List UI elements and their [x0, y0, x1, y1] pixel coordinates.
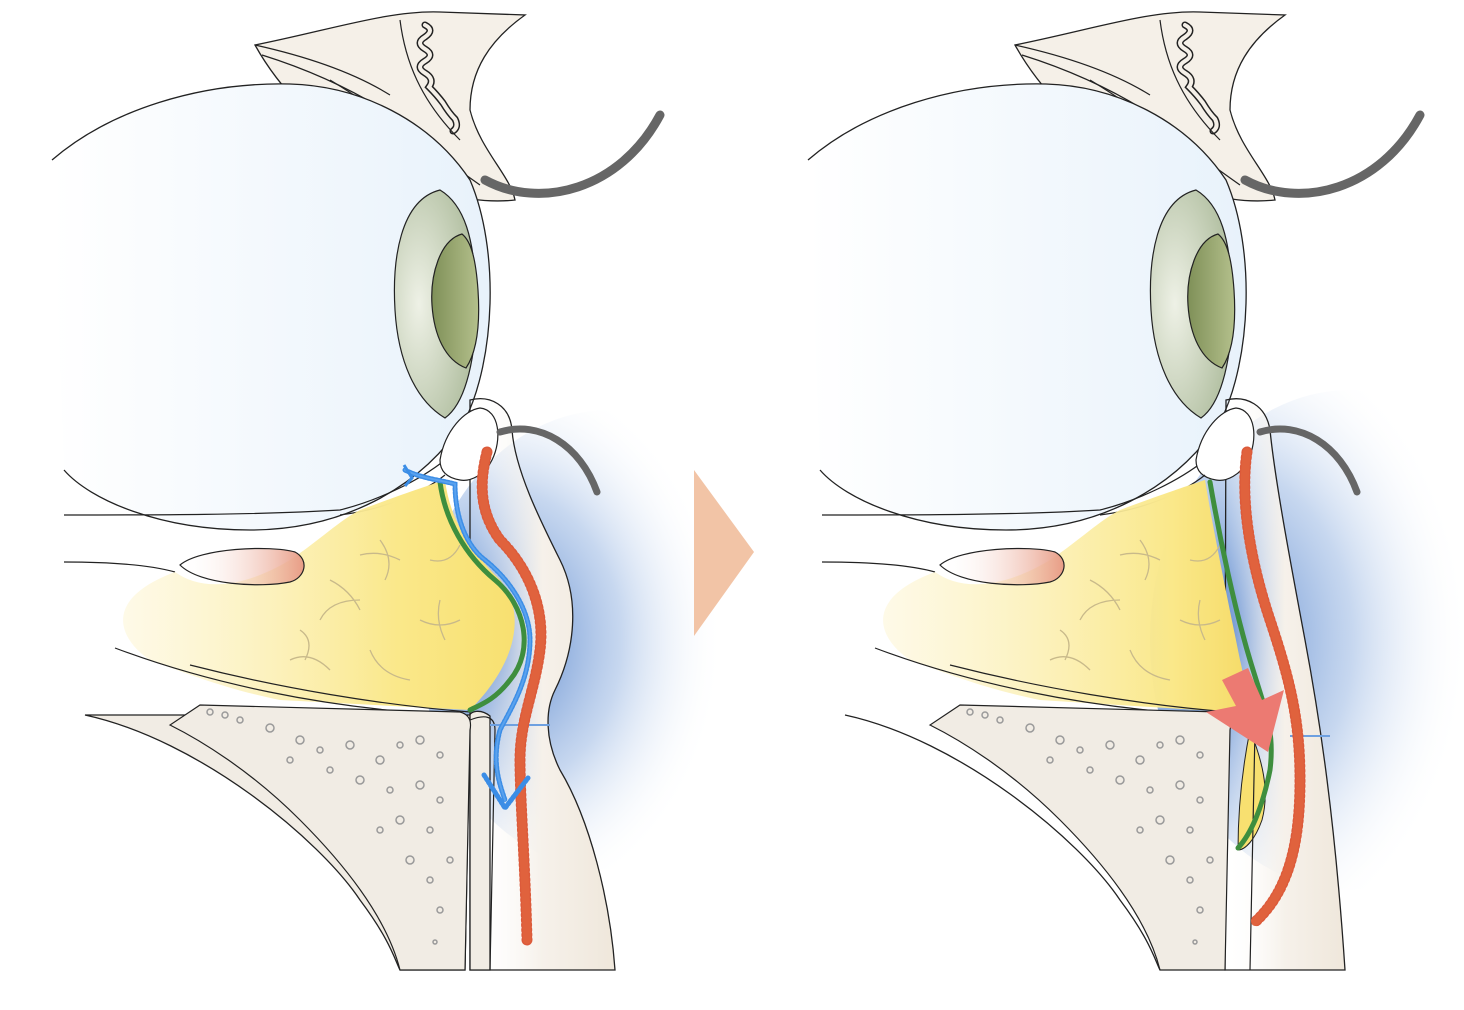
fat-lobule-texture [1049, 539, 1221, 681]
surgical-path-arrow [402, 464, 533, 811]
upper-lash [1240, 110, 1425, 198]
bone-texture [206, 708, 454, 945]
iris-inner [431, 233, 480, 369]
inferior-oblique-muscle [179, 547, 305, 586]
iris-inner [1187, 233, 1236, 369]
bone-texture [966, 708, 1214, 945]
orbital-fat [883, 480, 1244, 712]
lower-lash [1256, 425, 1361, 496]
eyeball [51, 83, 491, 531]
orbital-fat [123, 480, 515, 710]
chevron-right-icon [694, 470, 754, 636]
push-arrow [1206, 668, 1284, 752]
orbital-septum [437, 479, 527, 713]
inferior-oblique-muscle [939, 547, 1065, 586]
eyeball [807, 83, 1247, 531]
maxilla-bone [928, 704, 1232, 971]
upper-lash [480, 110, 665, 198]
panel-after [807, 11, 1464, 971]
lower-lash [496, 425, 601, 496]
displaced-fat [1237, 728, 1266, 851]
panel-before [51, 11, 800, 971]
fat-lobule-texture [289, 539, 461, 681]
